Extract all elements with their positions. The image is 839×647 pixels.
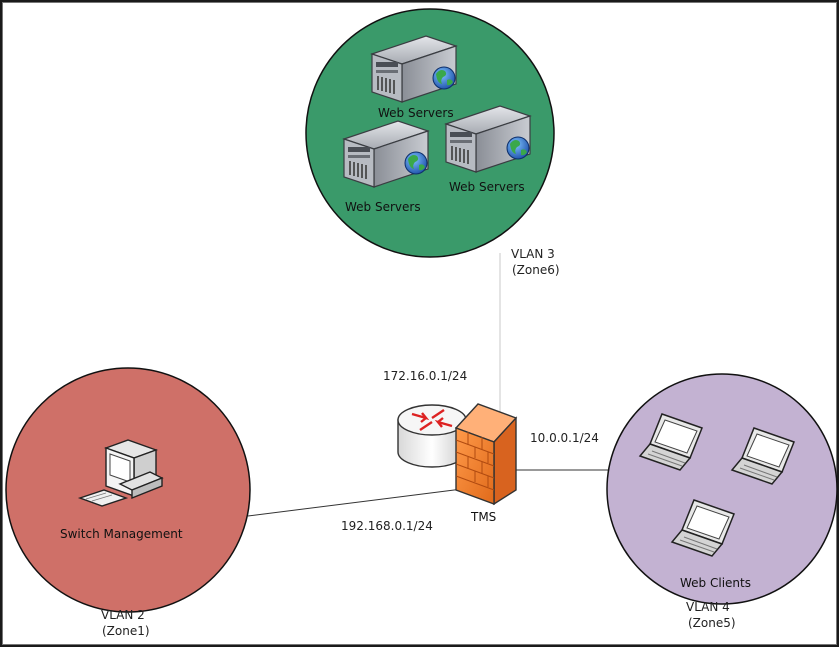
tms-label: TMS — [470, 510, 496, 524]
vlan4-label: VLAN 4 — [686, 600, 730, 614]
web-server-label: Web Servers — [345, 200, 421, 214]
ip-192-label: 192.168.0.1/24 — [341, 519, 433, 533]
zone1-label: (Zone1) — [102, 624, 150, 638]
switch-management-label: Switch Management — [60, 527, 183, 541]
link-vlan2 — [247, 487, 471, 517]
zone-web-clients-circle — [606, 373, 838, 605]
zone6-label: (Zone6) — [512, 263, 560, 277]
ip-10-label: 10.0.0.1/24 — [530, 431, 599, 445]
workstation-icon — [77, 439, 164, 507]
web-clients-label: Web Clients — [680, 576, 751, 590]
zone5-label: (Zone5) — [688, 616, 736, 630]
web-server-label: Web Servers — [378, 106, 454, 120]
ip-172-label: 172.16.0.1/24 — [383, 369, 467, 383]
router-icon — [397, 404, 467, 468]
vlan2-label: VLAN 2 — [101, 608, 145, 622]
web-server-label: Web Servers — [449, 180, 525, 194]
vlan3-label: VLAN 3 — [511, 247, 555, 261]
zone-web-servers-circle — [305, 8, 555, 258]
firewall-icon — [454, 403, 518, 506]
